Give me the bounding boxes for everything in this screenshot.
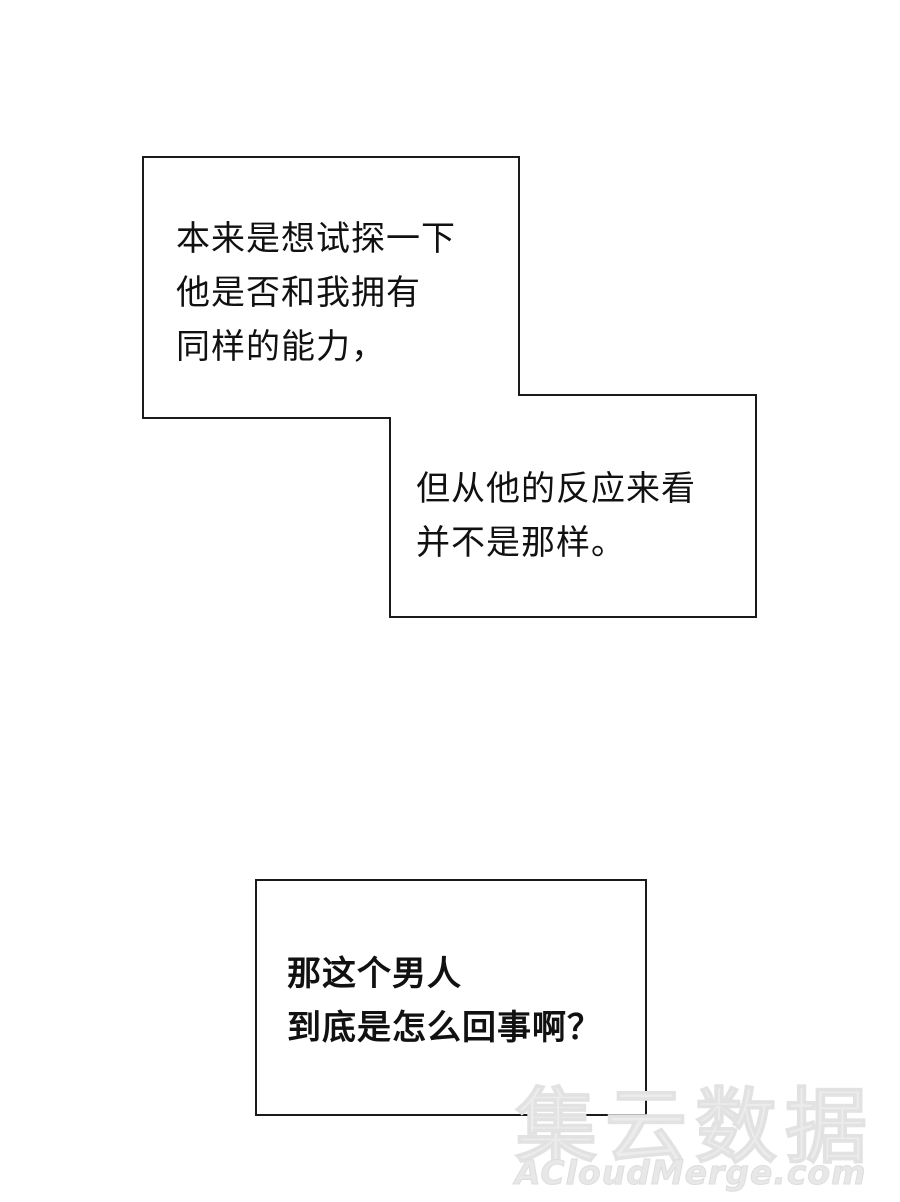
stepped-box-outline [142, 156, 757, 618]
watermark-latin-text: ACloudMerge.com [515, 1153, 867, 1193]
bottom-narration-box: 那这个男人 到底是怎么回事啊？ [255, 879, 647, 1116]
caption-first-line-3: 同样的能力， [176, 327, 386, 367]
caption-first-line-1: 本来是想试探一下 [176, 219, 456, 259]
caption-first-line-2: 他是否和我拥有 [176, 273, 421, 313]
caption-second-line-2: 并不是那样。 [416, 523, 626, 563]
caption-second: 但从他的反应来看 并不是那样。 [416, 462, 696, 570]
watermark-logo: 集云数据 ACloudMerge.com [514, 1060, 895, 1200]
watermark-cjk-text: 集云数据 [514, 1080, 876, 1176]
caption-third: 那这个男人 到底是怎么回事啊？ [287, 947, 602, 1055]
caption-third-line-1: 那这个男人 [287, 954, 462, 994]
caption-third-line-2: 到底是怎么回事啊？ [287, 1008, 602, 1048]
caption-first: 本来是想试探一下 他是否和我拥有 同样的能力， [176, 212, 456, 374]
caption-second-line-1: 但从他的反应来看 [416, 469, 696, 509]
